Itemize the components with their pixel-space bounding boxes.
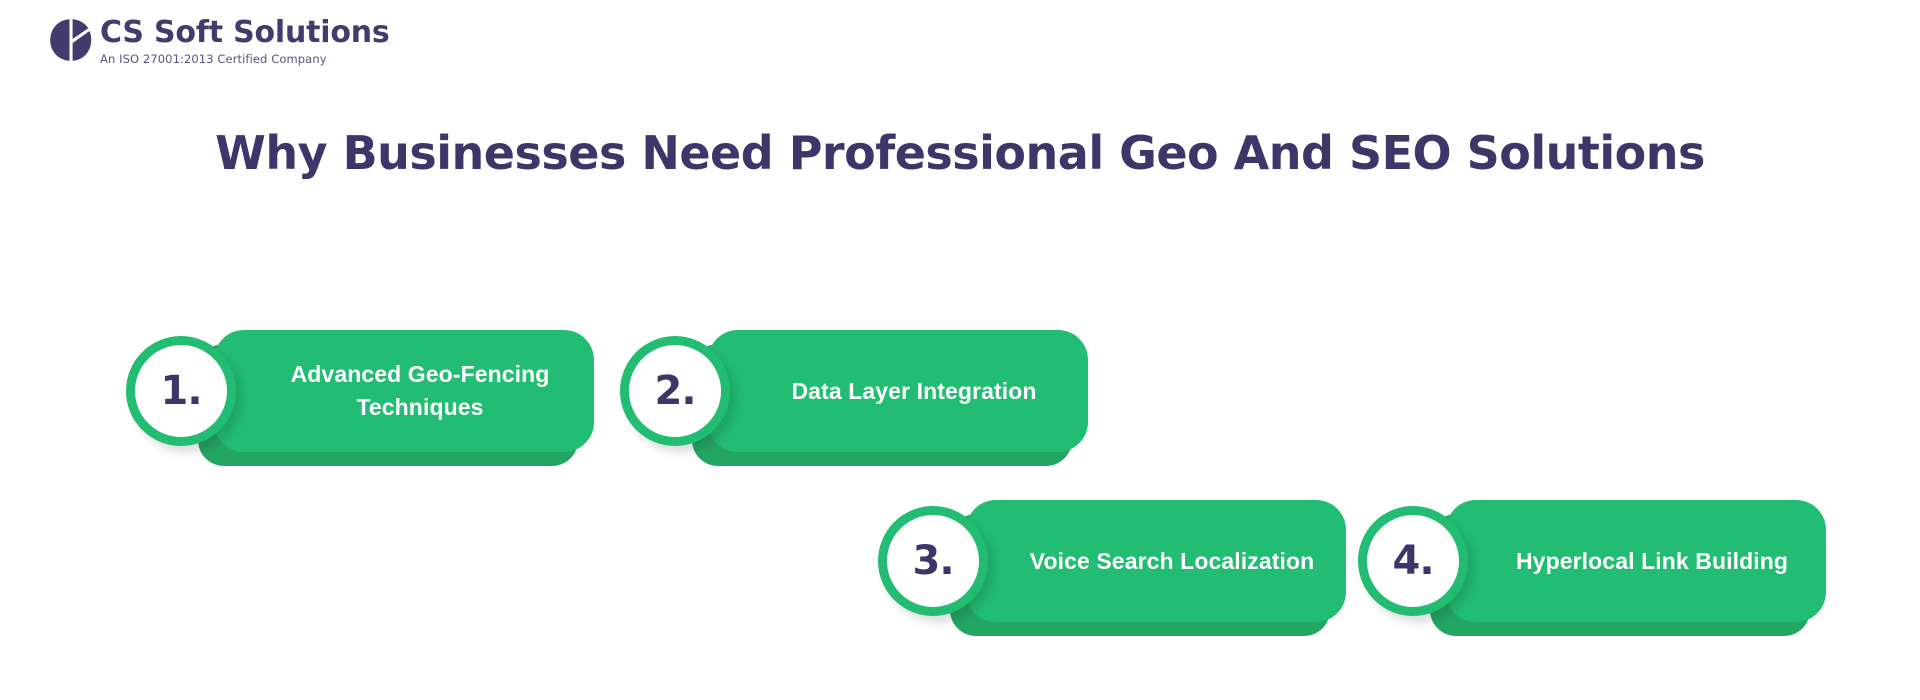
step-number-badge: 1.: [126, 336, 236, 446]
step-pill[interactable]: Advanced Geo-Fencing Techniques: [214, 330, 594, 452]
step-number-badge: 2.: [620, 336, 730, 446]
step-label: Advanced Geo-Fencing Techniques: [290, 361, 550, 420]
brand-tagline: An ISO 27001:2013 Certified Company: [100, 52, 327, 66]
step-number: 3.: [912, 538, 954, 584]
brand-text: CS Soft Solutions An ISO 27001:2013 Cert…: [100, 15, 390, 67]
step-number: 1.: [160, 368, 202, 414]
step-pill[interactable]: Data Layer Integration: [708, 330, 1088, 452]
step-card-3[interactable]: Voice Search Localization 3.: [878, 500, 1346, 636]
step-label: Voice Search Localization: [1029, 547, 1315, 574]
step-pill[interactable]: Hyperlocal Link Building: [1446, 500, 1826, 622]
step-number-badge: 3.: [878, 506, 988, 616]
step-number-badge: 4.: [1358, 506, 1468, 616]
step-number: 4.: [1392, 538, 1434, 584]
step-card-2[interactable]: Data Layer Integration 2.: [620, 330, 1088, 466]
step-card-1[interactable]: Advanced Geo-Fencing Techniques 1.: [126, 330, 594, 466]
step-pill[interactable]: Voice Search Localization: [966, 500, 1346, 622]
brand-wordmark: CS Soft Solutions: [100, 15, 390, 50]
step-label: Data Layer Integration: [791, 377, 1037, 404]
step-card-4[interactable]: Hyperlocal Link Building 4.: [1358, 500, 1826, 636]
brand-logo[interactable]: CS Soft Solutions An ISO 27001:2013 Cert…: [48, 16, 390, 66]
cs-monogram-icon: [48, 17, 92, 63]
step-number: 2.: [654, 368, 696, 414]
step-label: Hyperlocal Link Building: [1515, 547, 1789, 574]
page-title: Why Businesses Need Professional Geo And…: [215, 126, 1705, 180]
